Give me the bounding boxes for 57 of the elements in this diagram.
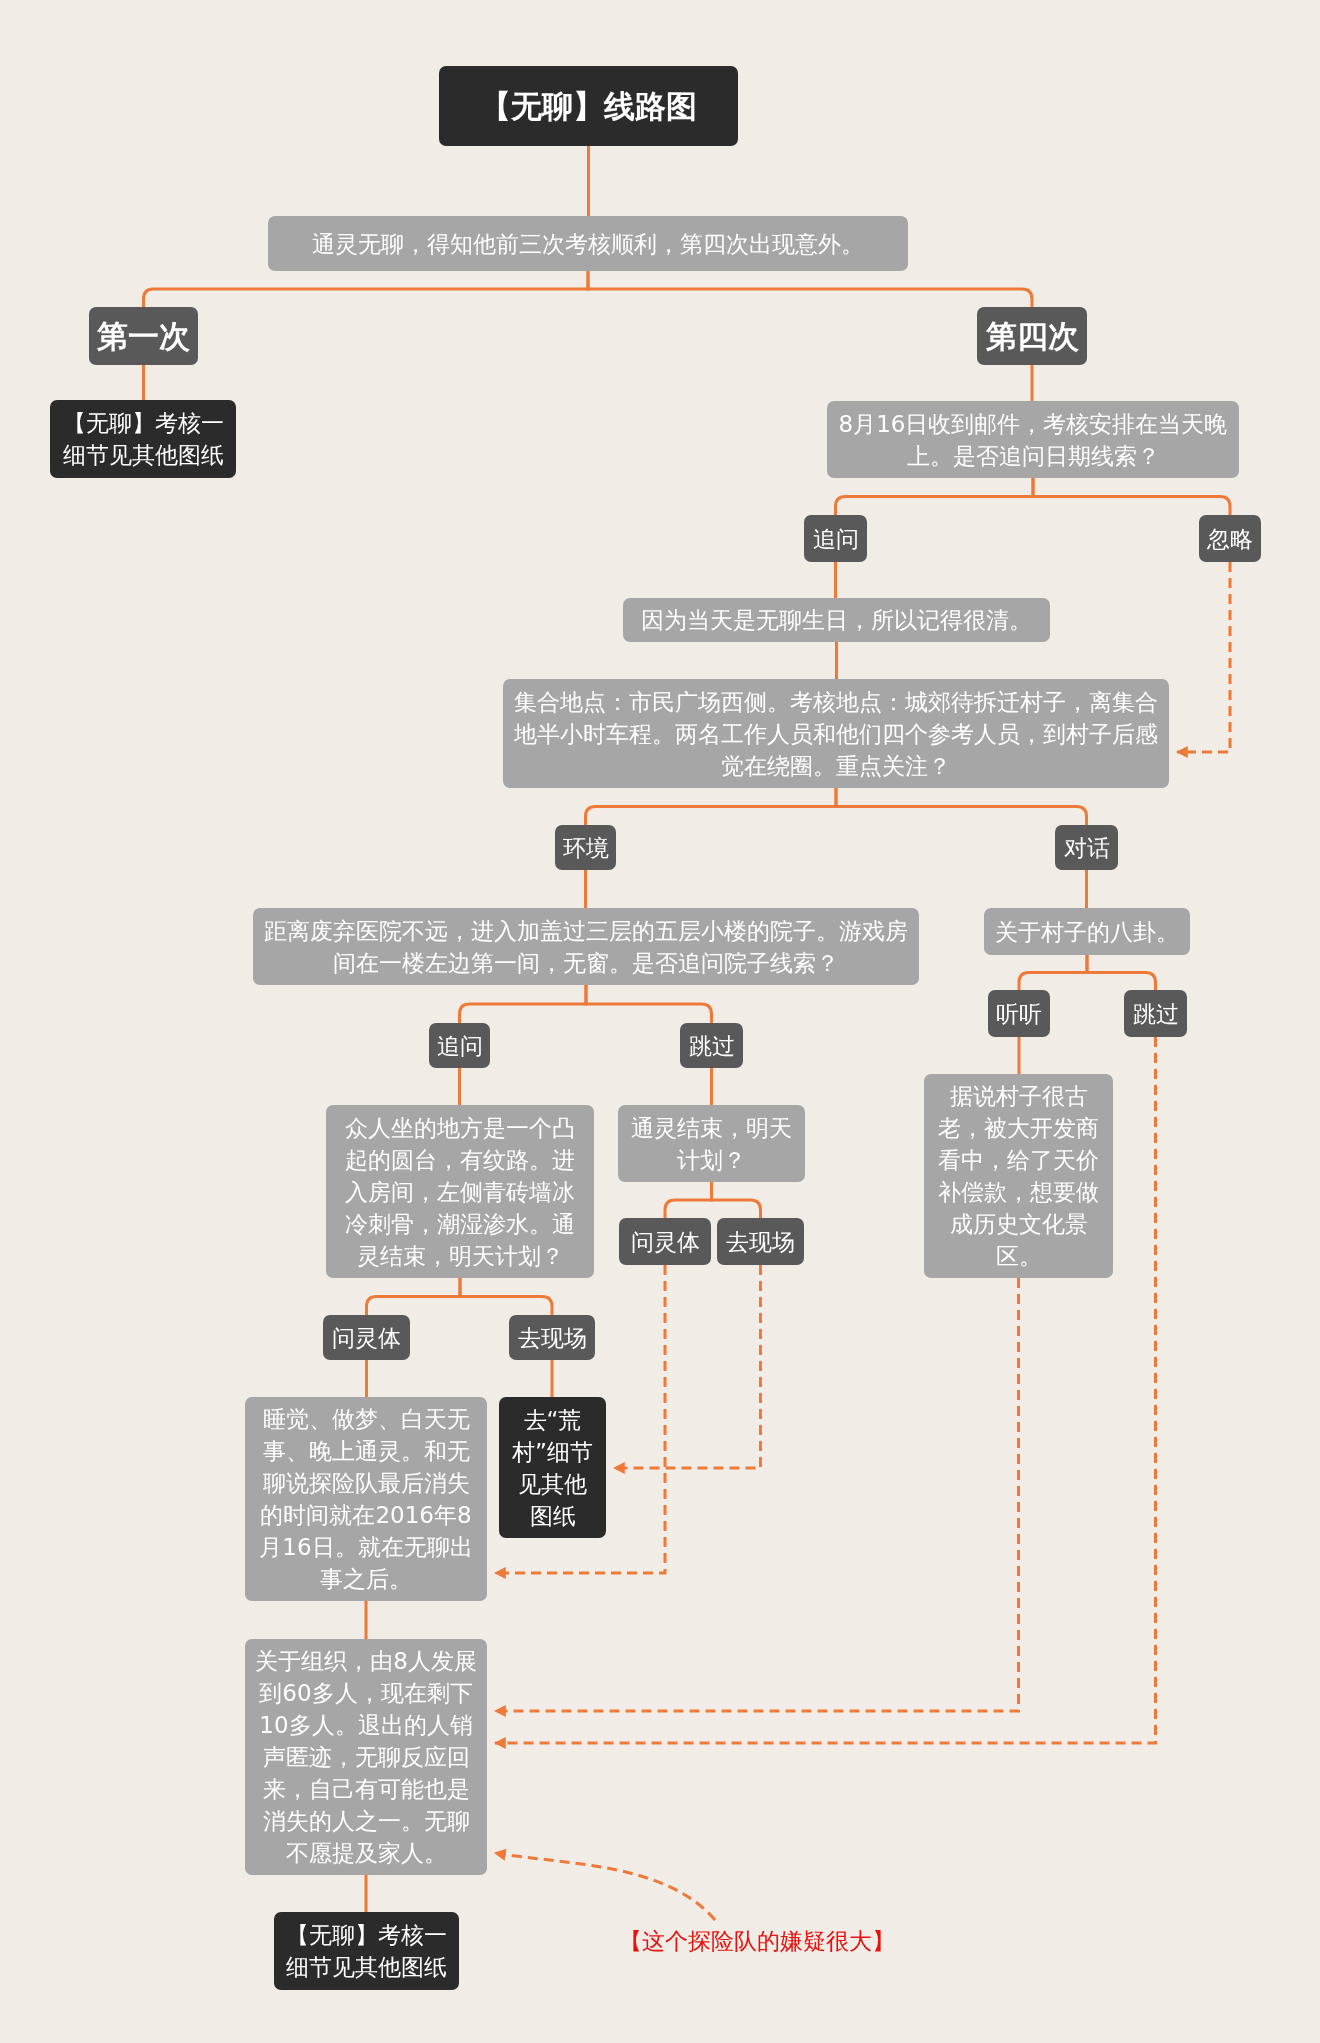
text-box: 8月16日收到邮件，考核安排在当天晚上。是否追问日期线索？: [827, 401, 1239, 478]
option-tag: 听听: [988, 990, 1050, 1037]
note-box: 去“荒村”细节见其他图纸: [499, 1397, 606, 1538]
option-tag: 对话: [1055, 825, 1118, 870]
connector-line: [1030, 365, 1034, 401]
note-box: 【无聊】考核一细节见其他图纸: [274, 1912, 459, 1990]
connector-line: [584, 985, 713, 1023]
option-tag: 问灵体: [619, 1218, 711, 1265]
connector-line: [364, 1601, 368, 1639]
connector-line: [710, 1182, 762, 1218]
connector-line: [142, 365, 145, 400]
option-tag: 追问: [429, 1023, 490, 1068]
option-tag: 去现场: [509, 1315, 595, 1360]
title-box: 【无聊】线路图: [439, 66, 738, 146]
arrow: [1175, 562, 1232, 758]
heading-box: 第四次: [977, 307, 1087, 365]
arrow: [493, 1848, 717, 1922]
connector-line: [1031, 478, 1232, 515]
arrow: [493, 1278, 1020, 1717]
connector-line: [458, 1068, 461, 1105]
text-box: 集合地点：市民广场西侧。考核地点：城郊待拆迁村子，离集合地半小时车程。两名工作人员和他们四个参考人员，到村子后感觉在绕圈。重点关注？: [503, 679, 1169, 788]
text-box: 通灵无聊，得知他前三次考核顺利，第四次出现意外。: [268, 216, 908, 271]
connector-line: [1085, 955, 1157, 990]
text-box: 众人坐的地方是一个凸起的圆台，有纹路。进入房间，左侧青砖墙冰冷刺骨，潮湿渗水。通灵结束，明天计划？: [326, 1105, 594, 1278]
connector-line: [710, 1068, 713, 1105]
option-tag: 问灵体: [323, 1315, 410, 1360]
connector-line: [550, 1360, 554, 1397]
text-box: 距离废弃医院不远，进入加盖过三层的五层小楼的院子。游戏房间在一楼左边第一间，无窗。是否追问院子线索？: [253, 908, 919, 985]
option-tag: 跳过: [680, 1023, 743, 1068]
option-tag: 跳过: [1124, 990, 1187, 1037]
option-tag: 环境: [555, 825, 616, 870]
connector-line: [834, 788, 1088, 825]
connector-line: [835, 642, 838, 679]
connector-line: [587, 146, 590, 216]
text-box: 睡觉、做梦、白天无事、晚上通灵。和无聊说探险队最后消失的时间就在2016年8月16日。就在无聊出事之后。: [245, 1397, 487, 1601]
annotation-text: 【这个探险队的嫌疑很大】: [615, 1922, 899, 1960]
text-box: 因为当天是无聊生日，所以记得很清。: [623, 598, 1050, 642]
connector-line: [1085, 870, 1088, 908]
text-box: 关于村子的八卦。: [984, 908, 1190, 955]
option-tag: 追问: [804, 515, 867, 562]
connector-line: [584, 870, 587, 908]
arrow: [612, 1265, 762, 1474]
note-box: 【无聊】考核一细节见其他图纸: [50, 400, 236, 478]
heading-box: 第一次: [89, 307, 198, 365]
connector-line: [586, 271, 1034, 307]
connector-line: [365, 1360, 368, 1397]
text-box: 关于组织，由8人发展到60多人，现在剩下10多人。退出的人销声匿迹，无聊反应回来，自己有可能也是消失的人之一。无聊不愿提及家人。: [245, 1639, 487, 1875]
text-box: 通灵结束，明天计划？: [618, 1105, 805, 1182]
arrow: [493, 1265, 667, 1579]
connector-line: [834, 562, 837, 598]
text-box: 据说村子很古老，被大开发商看中，给了天价补偿款，想要做成历史文化景区。: [924, 1074, 1113, 1278]
connector-line: [1017, 1037, 1021, 1074]
option-tag: 去现场: [717, 1218, 804, 1265]
connector-line: [364, 1875, 368, 1912]
option-tag: 忽略: [1199, 515, 1261, 562]
arrow: [493, 1037, 1157, 1749]
connector-line: [458, 1278, 554, 1315]
